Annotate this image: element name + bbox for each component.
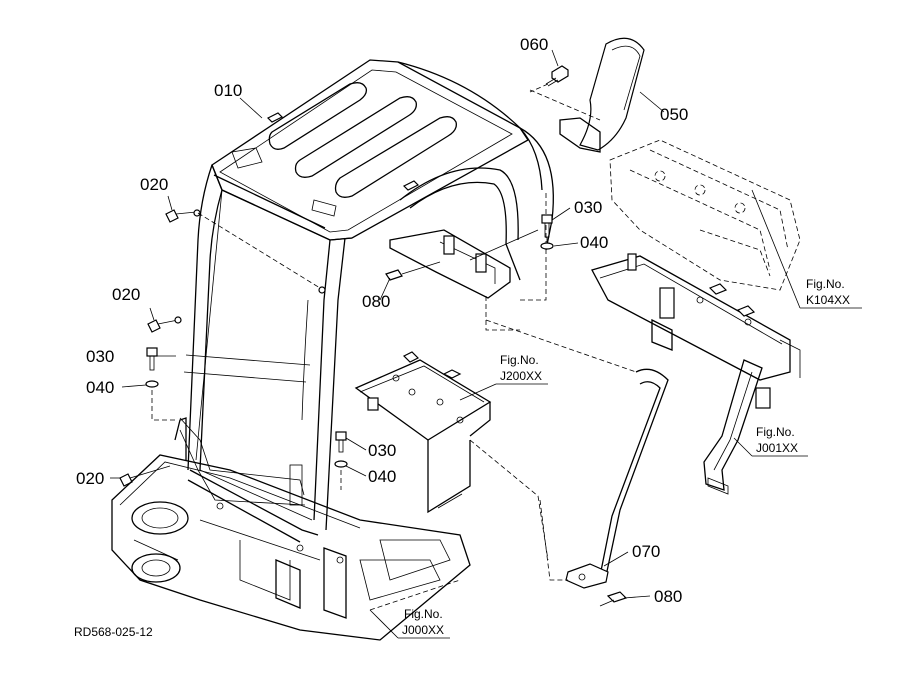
callout-040-upper: 040 — [580, 233, 608, 252]
callout-080-upper: 080 — [362, 292, 390, 311]
callout-050: 050 — [660, 105, 688, 124]
callout-020-upper: 020 — [140, 175, 168, 194]
bolt-030-left — [145, 347, 176, 421]
bolt-060-icon — [529, 65, 601, 121]
floor-plate — [354, 351, 549, 561]
callout-020-middle: 020 — [112, 285, 140, 304]
base-frame — [111, 454, 471, 641]
fig-ref-k104-label: Fig.No. — [806, 277, 845, 291]
callout-080-lower: 080 — [654, 587, 682, 606]
callout-060: 060 — [520, 35, 548, 54]
fig-ref-j001-code: J001XX — [756, 441, 798, 455]
callout-030-left: 030 — [86, 347, 114, 366]
fig-ref-j000-code: J000XX — [402, 623, 444, 637]
callout-020-lower: 020 — [76, 469, 104, 488]
figure-reference-lines — [369, 189, 862, 639]
bolt-030-center — [334, 431, 348, 490]
canopy-side-glass — [179, 189, 319, 543]
figure-references: Fig.No. K104XX Fig.No. J200XX Fig.No. J0… — [402, 277, 850, 637]
callout-040-left: 040 — [86, 378, 114, 397]
backrest-cushion — [559, 37, 645, 153]
fig-ref-j200-label: Fig.No. — [500, 353, 539, 367]
drawing-code: RD568-025-12 — [74, 625, 153, 639]
fig-ref-k104-code: K104XX — [806, 293, 850, 307]
fig-ref-j000-label: Fig.No. — [404, 607, 443, 621]
callout-070: 070 — [632, 542, 660, 561]
rear-chassis — [609, 139, 801, 291]
callout-010: 010 — [214, 81, 242, 100]
fig-ref-j001-label: Fig.No. — [756, 425, 795, 439]
mounting-bracket — [385, 190, 547, 331]
front-right-pillar — [301, 237, 346, 531]
callout-030-upper: 030 — [574, 198, 602, 217]
callout-040-center: 040 — [368, 467, 396, 486]
front-left-pillar — [174, 164, 223, 471]
leader-lines — [110, 49, 665, 599]
callout-labels: 010 020 020 020 030 040 030 040 030 040 … — [76, 35, 688, 606]
rear-frame-beam — [591, 253, 801, 495]
callout-030-center: 030 — [368, 441, 396, 460]
support-rod — [485, 319, 669, 607]
pins-020 — [119, 209, 326, 487]
canopy-roof — [211, 59, 529, 241]
fig-ref-j200-code: J200XX — [500, 369, 542, 383]
rear-frame-arch — [397, 61, 554, 281]
bolt-030-upper — [540, 214, 554, 250]
